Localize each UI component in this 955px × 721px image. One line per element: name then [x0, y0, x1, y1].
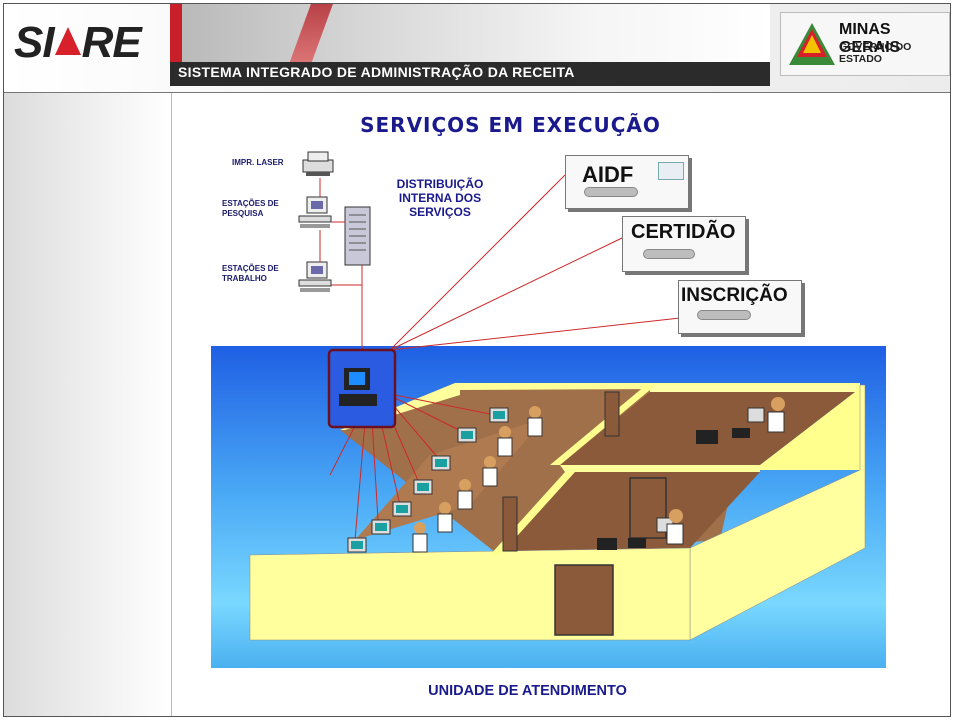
network-hub-icon: [327, 348, 397, 429]
work-station-icon: [298, 261, 332, 292]
left-column: [4, 93, 172, 716]
office-floorplan: [249, 383, 866, 641]
server-rack-icon: [344, 206, 371, 266]
service-label-certidao: CERTIDÃO: [631, 221, 736, 243]
device-cluster: [298, 151, 371, 352]
siare-logo: SI RE: [14, 18, 142, 68]
banner-photo: [170, 4, 770, 64]
service-card-certidao: CERTIDÃO: [622, 216, 746, 272]
service-label-aidf: AIDF: [582, 162, 634, 187]
state-title: MINAS GERAIS: [839, 21, 901, 56]
footer-label: UNIDADE DE ATENDIMENTO: [428, 683, 627, 699]
minas-gerais-logo: MINAS GERAIS GOVERNO DO ESTADO: [780, 12, 950, 76]
service-pill: [584, 187, 638, 197]
desk-workstations: [347, 397, 785, 553]
service-links: [389, 174, 681, 351]
service-card-inscricao: INSCRIÇÃO: [678, 280, 802, 334]
column-divider: [171, 93, 172, 716]
service-pill: [643, 249, 695, 259]
logo-text-left: SI: [14, 18, 55, 67]
work-station-label: ESTAÇÕES DE TRABALHO: [222, 264, 279, 283]
service-card-aidf: AIDF: [565, 155, 689, 209]
printer-label: IMPR. LASER: [232, 158, 284, 167]
state-subtitle: GOVERNO DO ESTADO: [839, 41, 912, 65]
research-station-icon: [298, 196, 332, 228]
subtitle-bar: [170, 62, 770, 86]
service-pill: [697, 310, 751, 320]
workstation-links: [329, 394, 496, 541]
service-label-inscricao: INSCRIÇÃO: [681, 285, 788, 306]
stamp-icon: [658, 162, 684, 180]
diagram-title: SERVIÇOS EM EXECUÇÃO: [360, 113, 661, 137]
banner-stripe: [170, 4, 182, 64]
research-station-label: ESTAÇÕES DE PESQUISA: [222, 199, 279, 218]
slide-frame: [3, 3, 951, 717]
system-subtitle: SISTEMA INTEGRADO DE ADMINISTRAÇÃO DA RE…: [178, 64, 575, 80]
logo-triangle-icon: [54, 27, 81, 55]
distribution-label: DISTRIBUIÇÃO INTERNA DOS SERVIÇOS: [396, 177, 484, 219]
laser-printer-icon: [302, 151, 334, 176]
minas-gerais-triangle-icon: [789, 23, 835, 65]
header-divider: [4, 92, 950, 93]
logo-text-right: RE: [81, 18, 142, 67]
